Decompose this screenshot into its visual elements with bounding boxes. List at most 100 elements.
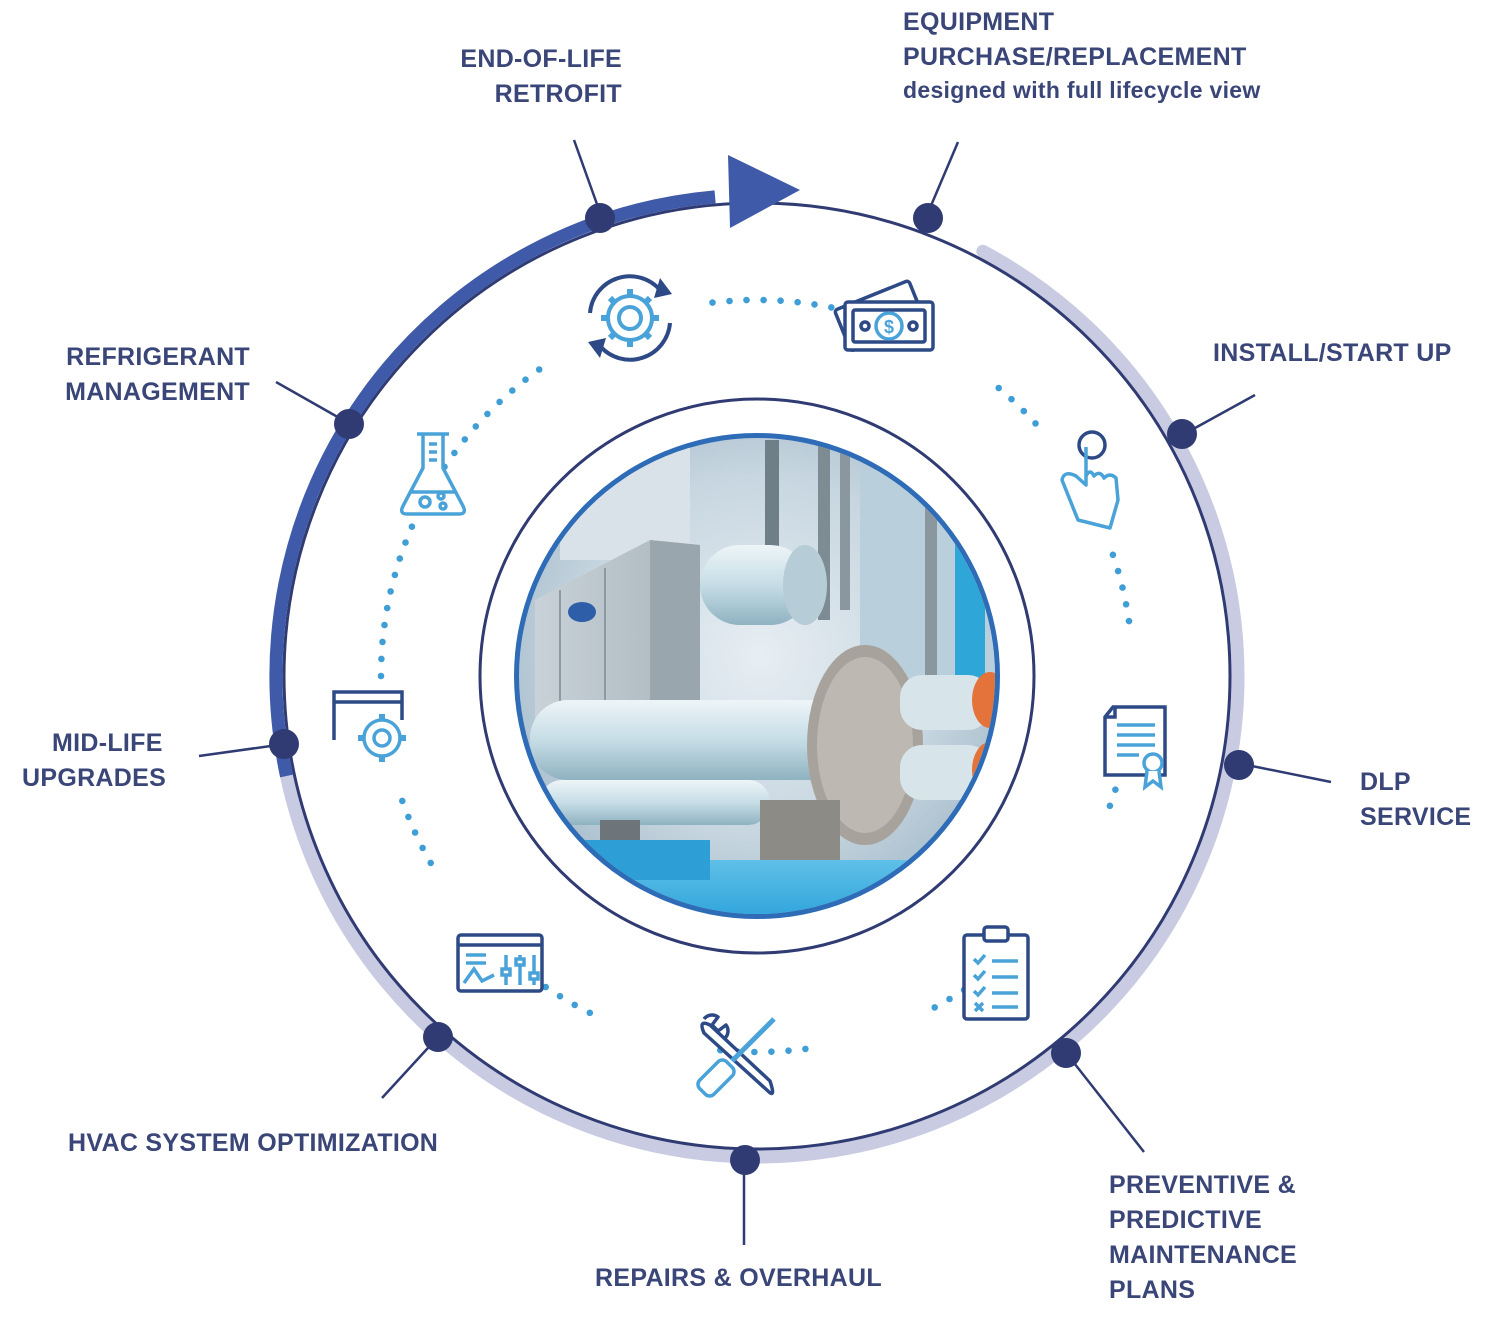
ring-dot — [419, 844, 426, 852]
ring-dot — [535, 366, 543, 373]
node-repairs — [730, 1145, 760, 1175]
label-line: SERVICE — [1360, 803, 1472, 831]
ring-dot — [794, 298, 801, 306]
ring-dot — [381, 621, 388, 629]
label-line: MAINTENANCE — [1109, 1241, 1298, 1269]
ring-dot — [461, 436, 469, 443]
label-line: EQUIPMENT — [903, 8, 1055, 36]
ring-dot — [408, 523, 416, 530]
label-line: UPGRADES — [22, 764, 167, 792]
ring-dot — [396, 555, 404, 562]
ring-dot — [1020, 407, 1028, 415]
timeline-nodes — [269, 203, 1254, 1175]
ring-dot — [726, 297, 733, 305]
label-hvac-optimization: HVAC SYSTEM OPTIMIZATION — [68, 1126, 438, 1161]
ring-dot — [399, 797, 406, 805]
ring-dot — [760, 296, 767, 304]
ring-dot — [1112, 786, 1119, 793]
ring-dot — [522, 376, 529, 384]
ring-dot — [709, 299, 716, 306]
label-subtitle: designed with full lifecycle view — [903, 77, 1261, 103]
label-line: PLANS — [1109, 1276, 1196, 1304]
ring-dot — [1106, 802, 1114, 810]
ring-dot — [542, 983, 549, 991]
gear-cycle-icon — [588, 274, 672, 362]
label-dlp-service: DLP SERVICE — [1360, 765, 1471, 835]
leaders — [198, 139, 1332, 1245]
ring-dot — [427, 859, 435, 867]
ring-dot — [377, 672, 385, 680]
ring-dot — [379, 638, 386, 646]
ring-dot — [451, 449, 458, 457]
label-line: MANAGEMENT — [65, 378, 250, 406]
ring-dot — [995, 384, 1002, 392]
ring-dot — [743, 296, 750, 304]
ring-dot — [768, 1048, 775, 1055]
ring-dot — [785, 1047, 792, 1054]
label-line: MID-LIFE — [52, 729, 163, 757]
ring-dot — [402, 539, 409, 546]
label-preventive-maintenance: PREVENTIVE & PREDICTIVE MAINTENANCE PLAN… — [1109, 1168, 1297, 1308]
control-dashboard-icon — [456, 933, 544, 993]
pointing-hand-icon — [1060, 430, 1120, 530]
ring-dot — [509, 387, 516, 394]
certificate-document-icon — [1103, 705, 1167, 791]
node-end-of-life — [585, 203, 615, 233]
label-install-start-up: INSTALL/START UP — [1213, 336, 1452, 371]
label-line: HVAC SYSTEM OPTIMIZATION — [68, 1129, 439, 1157]
label-repairs-overhaul: REPAIRS & OVERHAUL — [595, 1261, 882, 1296]
node-equipment — [913, 203, 943, 233]
label-line: PREDICTIVE — [1109, 1206, 1263, 1234]
label-line: PURCHASE/REPLACEMENT — [903, 43, 1247, 71]
label-line: DLP — [1360, 768, 1411, 796]
flask-icon — [399, 432, 467, 516]
ring-dot — [751, 1048, 758, 1056]
node-dlp — [1224, 750, 1254, 780]
ring-dot — [931, 1004, 938, 1011]
node-mid-life — [269, 729, 299, 759]
money-icon: $ — [833, 279, 935, 353]
ring-dot — [1119, 584, 1126, 591]
ring-dot — [571, 1001, 578, 1009]
ring-dot — [1122, 601, 1130, 608]
label-line: PREVENTIVE & — [1109, 1171, 1296, 1199]
ring-dot — [383, 604, 391, 612]
node-preventive — [1051, 1038, 1081, 1068]
label-mid-life-upgrades: MID-LIFE UPGRADES — [22, 726, 166, 796]
inner-ring — [478, 397, 1036, 955]
ring-dot — [802, 1045, 809, 1053]
label-line: INSTALL/START UP — [1213, 339, 1452, 367]
ring-dot — [811, 301, 818, 308]
label-line: REFRIGERANT — [66, 343, 250, 371]
ring-dot — [411, 829, 419, 836]
ring-dot — [405, 813, 412, 821]
ring-dot — [946, 995, 953, 1003]
ring-dot — [777, 297, 784, 305]
settings-window-icon — [332, 690, 406, 762]
ring-dot — [828, 304, 835, 311]
ring-dot — [472, 423, 480, 430]
ring-dot — [1032, 420, 1039, 427]
node-refrigerant — [334, 409, 364, 439]
ring-dot — [378, 655, 385, 663]
ring-dot — [1109, 551, 1117, 559]
ring-dot — [1114, 567, 1122, 575]
ring-dot — [556, 992, 564, 1000]
ring-dot — [391, 571, 399, 579]
ring-dot — [387, 588, 394, 595]
label-refrigerant-management: REFRIGERANT MANAGEMENT — [20, 340, 250, 410]
ring-dot — [1008, 395, 1015, 403]
label-equipment-purchase: EQUIPMENT PURCHASE/REPLACEMENT designed … — [903, 5, 1261, 105]
label-line: REPAIRS & OVERHAUL — [595, 1264, 882, 1292]
node-install — [1167, 419, 1197, 449]
label-line: END-OF-LIFE — [460, 45, 622, 73]
ring-dot — [586, 1009, 594, 1017]
ring-dot — [1125, 617, 1133, 625]
ring-dot — [496, 398, 503, 406]
checklist-clipboard-icon — [962, 925, 1030, 1021]
chiller-equipment-photo — [519, 438, 995, 914]
node-hvac — [423, 1022, 453, 1052]
wrench-screwdriver-icon — [696, 1013, 776, 1098]
label-end-of-life-retrofit: END-OF-LIFE RETROFIT — [400, 42, 622, 112]
